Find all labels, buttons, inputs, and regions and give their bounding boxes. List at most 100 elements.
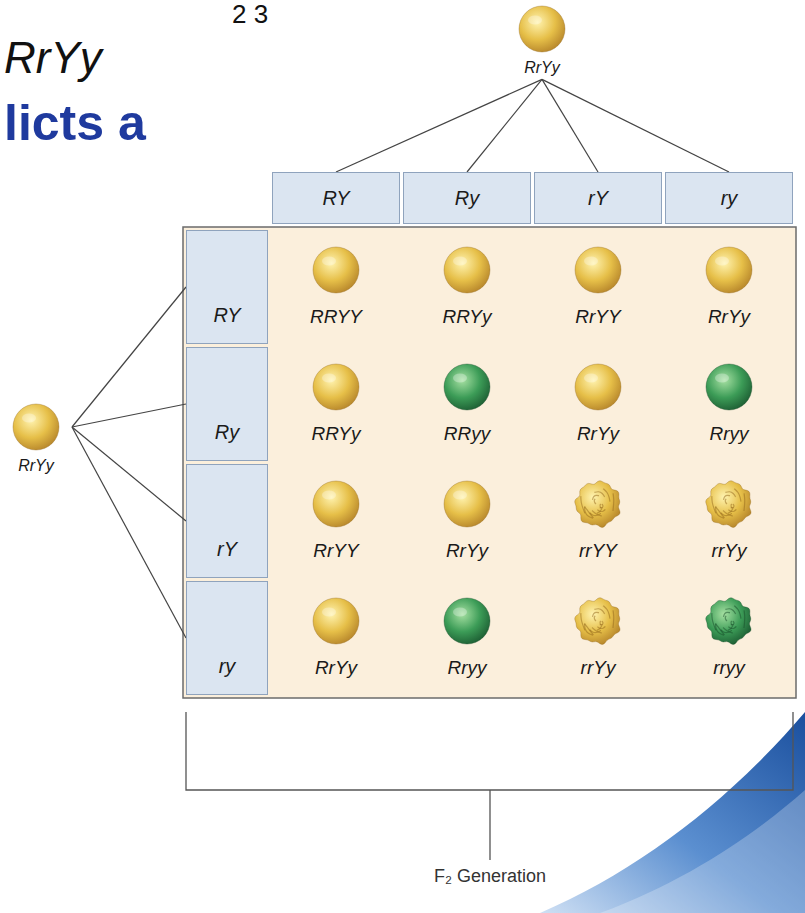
pea-group <box>575 598 620 645</box>
gamete-line <box>72 287 186 427</box>
pea-group <box>13 404 59 450</box>
genotype-label: rrYy <box>581 657 616 679</box>
pea-illustration <box>703 244 755 296</box>
round-pea <box>313 247 359 293</box>
pea-group <box>444 481 490 527</box>
wrinkle-line <box>716 624 724 636</box>
pea-illustration <box>572 361 624 413</box>
parent-genotype: RrYy <box>18 457 54 475</box>
punnett-cell: RrYy <box>403 464 531 578</box>
gamete-header: ry <box>186 581 268 695</box>
wrinkle-line <box>597 624 602 630</box>
pea-illustration <box>310 478 362 530</box>
wrinkle-line <box>731 504 734 508</box>
pea-illustration <box>703 361 755 413</box>
pea-highlight <box>322 491 336 500</box>
wrinkle-line <box>585 507 593 519</box>
punnett-cell: RRYy <box>403 230 531 344</box>
gamete-label: Ry <box>215 421 239 444</box>
gamete-label: RY <box>322 187 349 210</box>
punnett-cell: RRyy <box>403 347 531 461</box>
decor-swoosh-highlight <box>600 790 805 913</box>
wrinkle-line <box>712 613 716 630</box>
wrinkle-line <box>730 621 732 625</box>
wrinkle-line <box>590 630 601 633</box>
round-pea <box>313 481 359 527</box>
wrinkle-line <box>728 507 733 513</box>
pea-group <box>444 247 490 293</box>
wrinkle-line <box>725 609 735 614</box>
gamete-header: ry <box>665 172 793 224</box>
wrinkle-line <box>581 496 585 513</box>
pea-highlight <box>715 374 729 383</box>
pea-group <box>444 364 490 410</box>
pea-group <box>313 598 359 644</box>
gamete-label: rY <box>217 538 237 561</box>
wrinkle-line <box>612 610 614 628</box>
pea-illustration <box>516 3 568 55</box>
punnett-cell: rrYy <box>665 464 793 578</box>
pea-illustration <box>441 361 493 413</box>
round-pea <box>313 598 359 644</box>
gamete-label: ry <box>219 655 236 678</box>
parent-pea: RrYy <box>508 0 576 77</box>
gamete-line <box>467 79 542 172</box>
gamete-line <box>72 427 186 521</box>
wrinkle-line <box>724 495 730 500</box>
genotype-label: Rryy <box>709 423 748 445</box>
gamete-label: ry <box>721 187 738 210</box>
gamete-line <box>72 404 186 427</box>
pea-group <box>706 364 752 410</box>
pea-group <box>575 247 621 293</box>
gamete-label: Ry <box>455 187 479 210</box>
wrinkle-line <box>585 624 593 636</box>
wrinkle-line <box>725 616 727 621</box>
punnett-cell: RrYY <box>272 464 400 578</box>
genotype-label: rrYY <box>579 540 617 562</box>
wrinkle-line <box>594 492 604 497</box>
gamete-header: Ry <box>186 347 268 461</box>
punnett-cell: Rryy <box>665 347 793 461</box>
round-pea <box>444 364 490 410</box>
genotype-label: Rryy <box>447 657 486 679</box>
pea-group <box>575 481 620 528</box>
genotype-label: RrYy <box>577 423 619 445</box>
gamete-header: RY <box>186 230 268 344</box>
wrinkle-line <box>730 504 732 508</box>
gamete-label: RY <box>213 304 240 327</box>
pea-illustration <box>441 595 493 647</box>
bracket <box>186 712 793 860</box>
pea-highlight <box>322 374 336 383</box>
parent-pea: RrYy <box>2 398 70 475</box>
decor-swoosh <box>540 712 805 913</box>
pea-illustration <box>310 244 362 296</box>
pea-illustration <box>441 244 493 296</box>
genotype-label: rrYy <box>712 540 747 562</box>
genotype-label: RrYy <box>708 306 750 328</box>
wrinkle-line <box>585 624 594 635</box>
gamete-label: rY <box>588 187 608 210</box>
wrinkle-line <box>743 493 745 511</box>
genotype-label: RRYy <box>443 306 492 328</box>
pea-group <box>575 364 621 410</box>
punnett-cell: Rryy <box>403 581 531 695</box>
wrinkled-pea <box>575 598 620 645</box>
wrinkle-line <box>597 507 602 513</box>
wrinkle-line <box>593 612 599 617</box>
round-pea <box>13 404 59 450</box>
genotype-label: RRyy <box>444 423 490 445</box>
pea-highlight <box>453 257 467 266</box>
wrinkle-line <box>594 616 596 621</box>
punnett-cell: rrYY <box>534 464 662 578</box>
genotype-label: RrYy <box>315 657 357 679</box>
pea-group <box>313 247 359 293</box>
punnett-cell: RRYy <box>272 347 400 461</box>
wrinkled-pea <box>706 481 751 528</box>
wrinkle-line <box>725 492 735 497</box>
wrinkle-line <box>590 513 601 516</box>
pea-group <box>706 247 752 293</box>
pea-highlight <box>584 257 598 266</box>
pea-highlight <box>453 608 467 617</box>
pea-illustration <box>310 595 362 647</box>
punnett-cell: RrYy <box>272 581 400 695</box>
